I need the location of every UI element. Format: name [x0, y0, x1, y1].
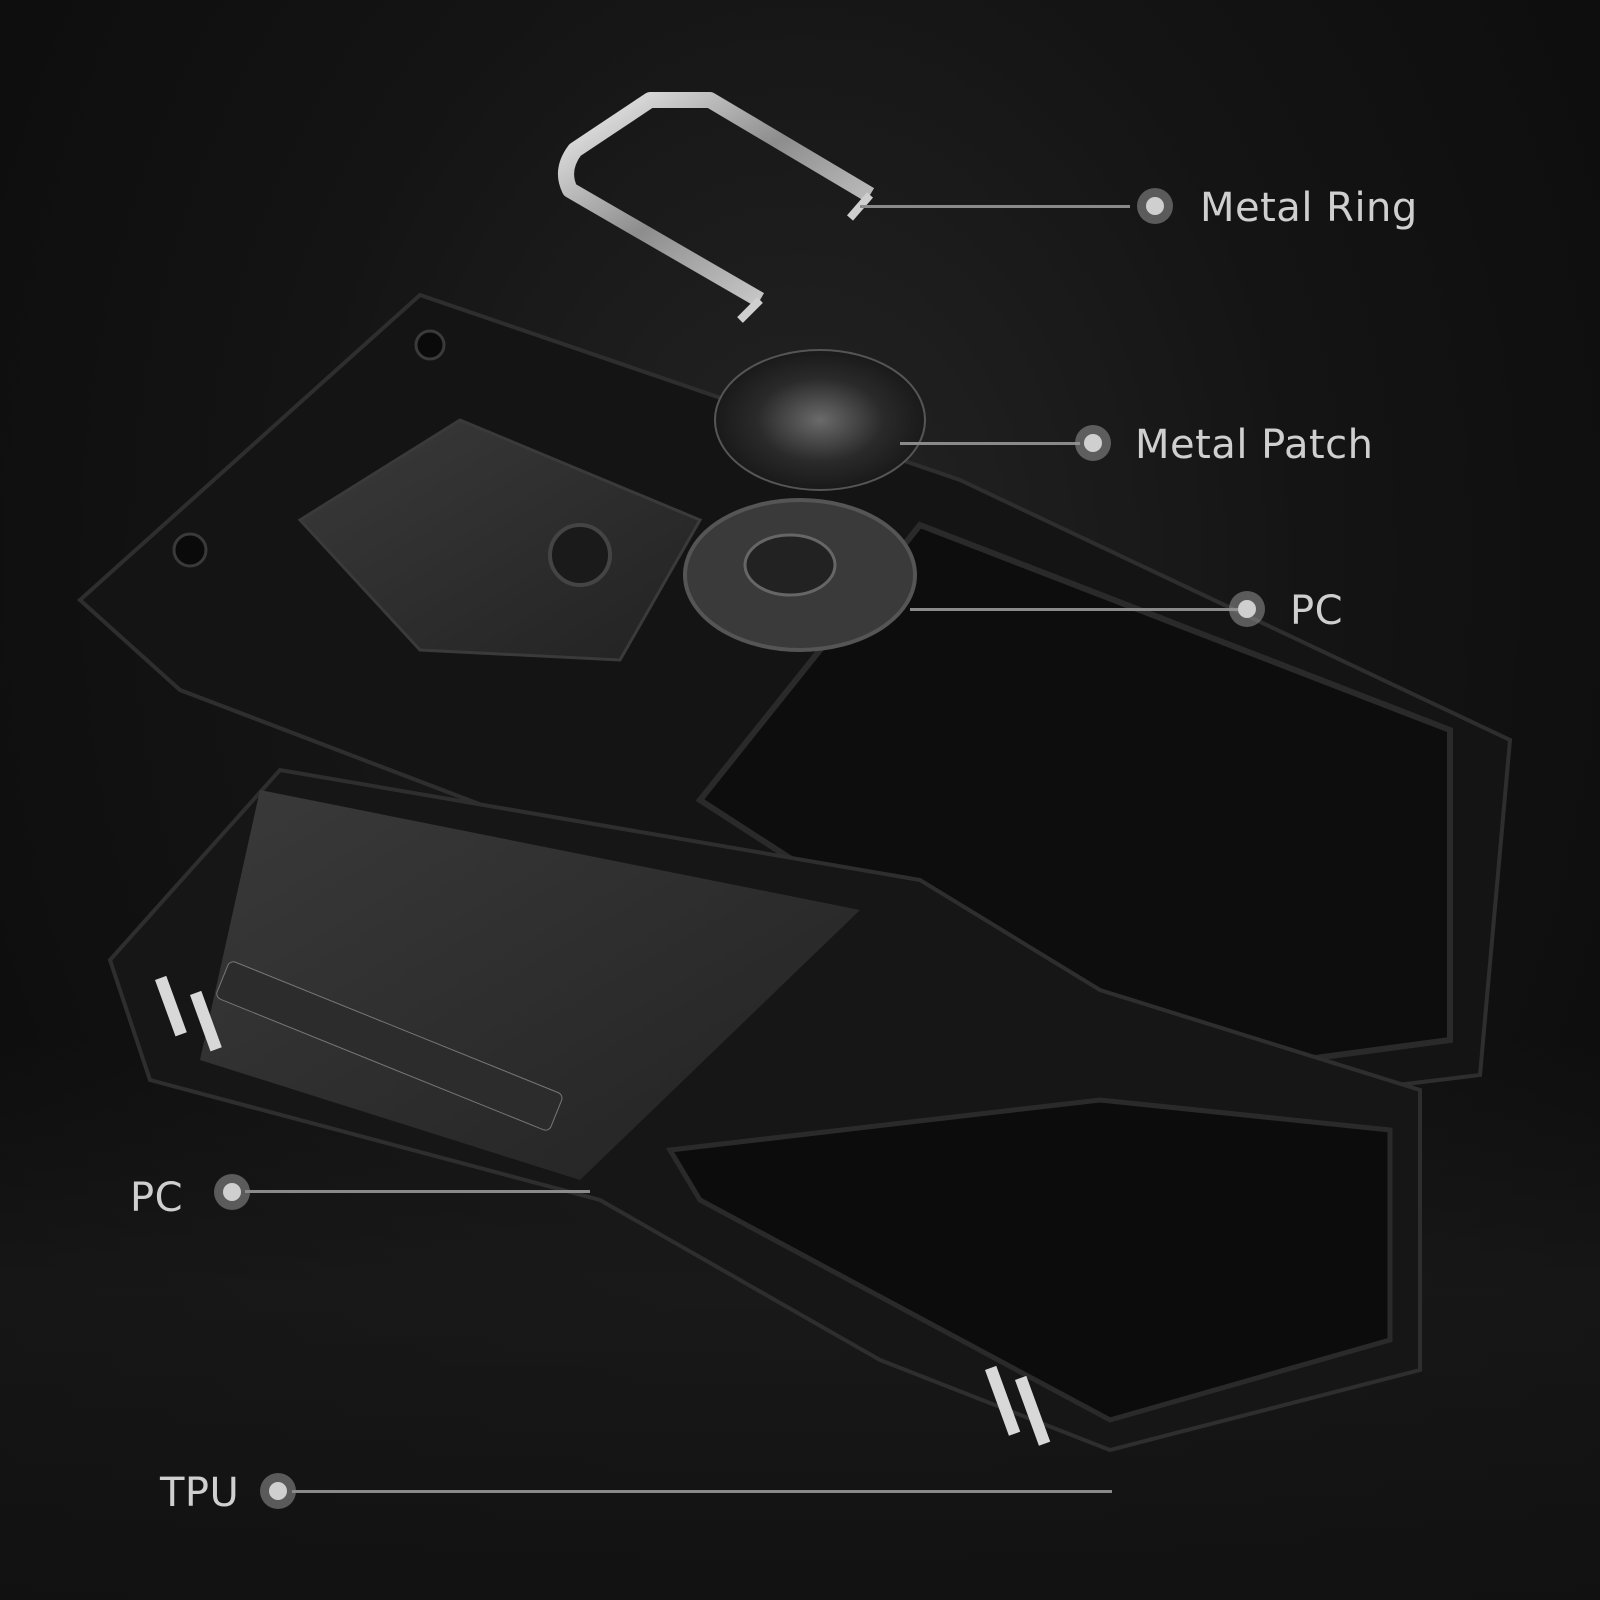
pc-disc-part — [683, 498, 917, 652]
lower-case-half — [107, 767, 1422, 1453]
leader-line-metal-patch — [900, 442, 1080, 445]
leader-line-metal-ring — [860, 205, 1130, 208]
leader-line-pc-upper — [910, 608, 1245, 611]
metal-ring-part — [558, 92, 875, 323]
label-pc-upper: PC — [1290, 588, 1344, 634]
label-tpu: TPU — [160, 1470, 240, 1516]
label-metal-ring: Metal Ring — [1200, 185, 1418, 231]
label-pc-lower: PC — [130, 1175, 184, 1221]
callout-dot-metal-patch — [1075, 425, 1111, 461]
metal-patch-part — [714, 349, 926, 491]
callout-dot-pc-lower — [214, 1174, 250, 1210]
callout-dot-tpu — [260, 1473, 296, 1509]
callout-dot-metal-ring — [1137, 188, 1173, 224]
label-metal-patch: Metal Patch — [1135, 422, 1374, 468]
callout-dot-pc-upper — [1229, 591, 1265, 627]
leader-line-tpu — [292, 1490, 1112, 1493]
leader-line-pc-lower — [245, 1190, 590, 1193]
